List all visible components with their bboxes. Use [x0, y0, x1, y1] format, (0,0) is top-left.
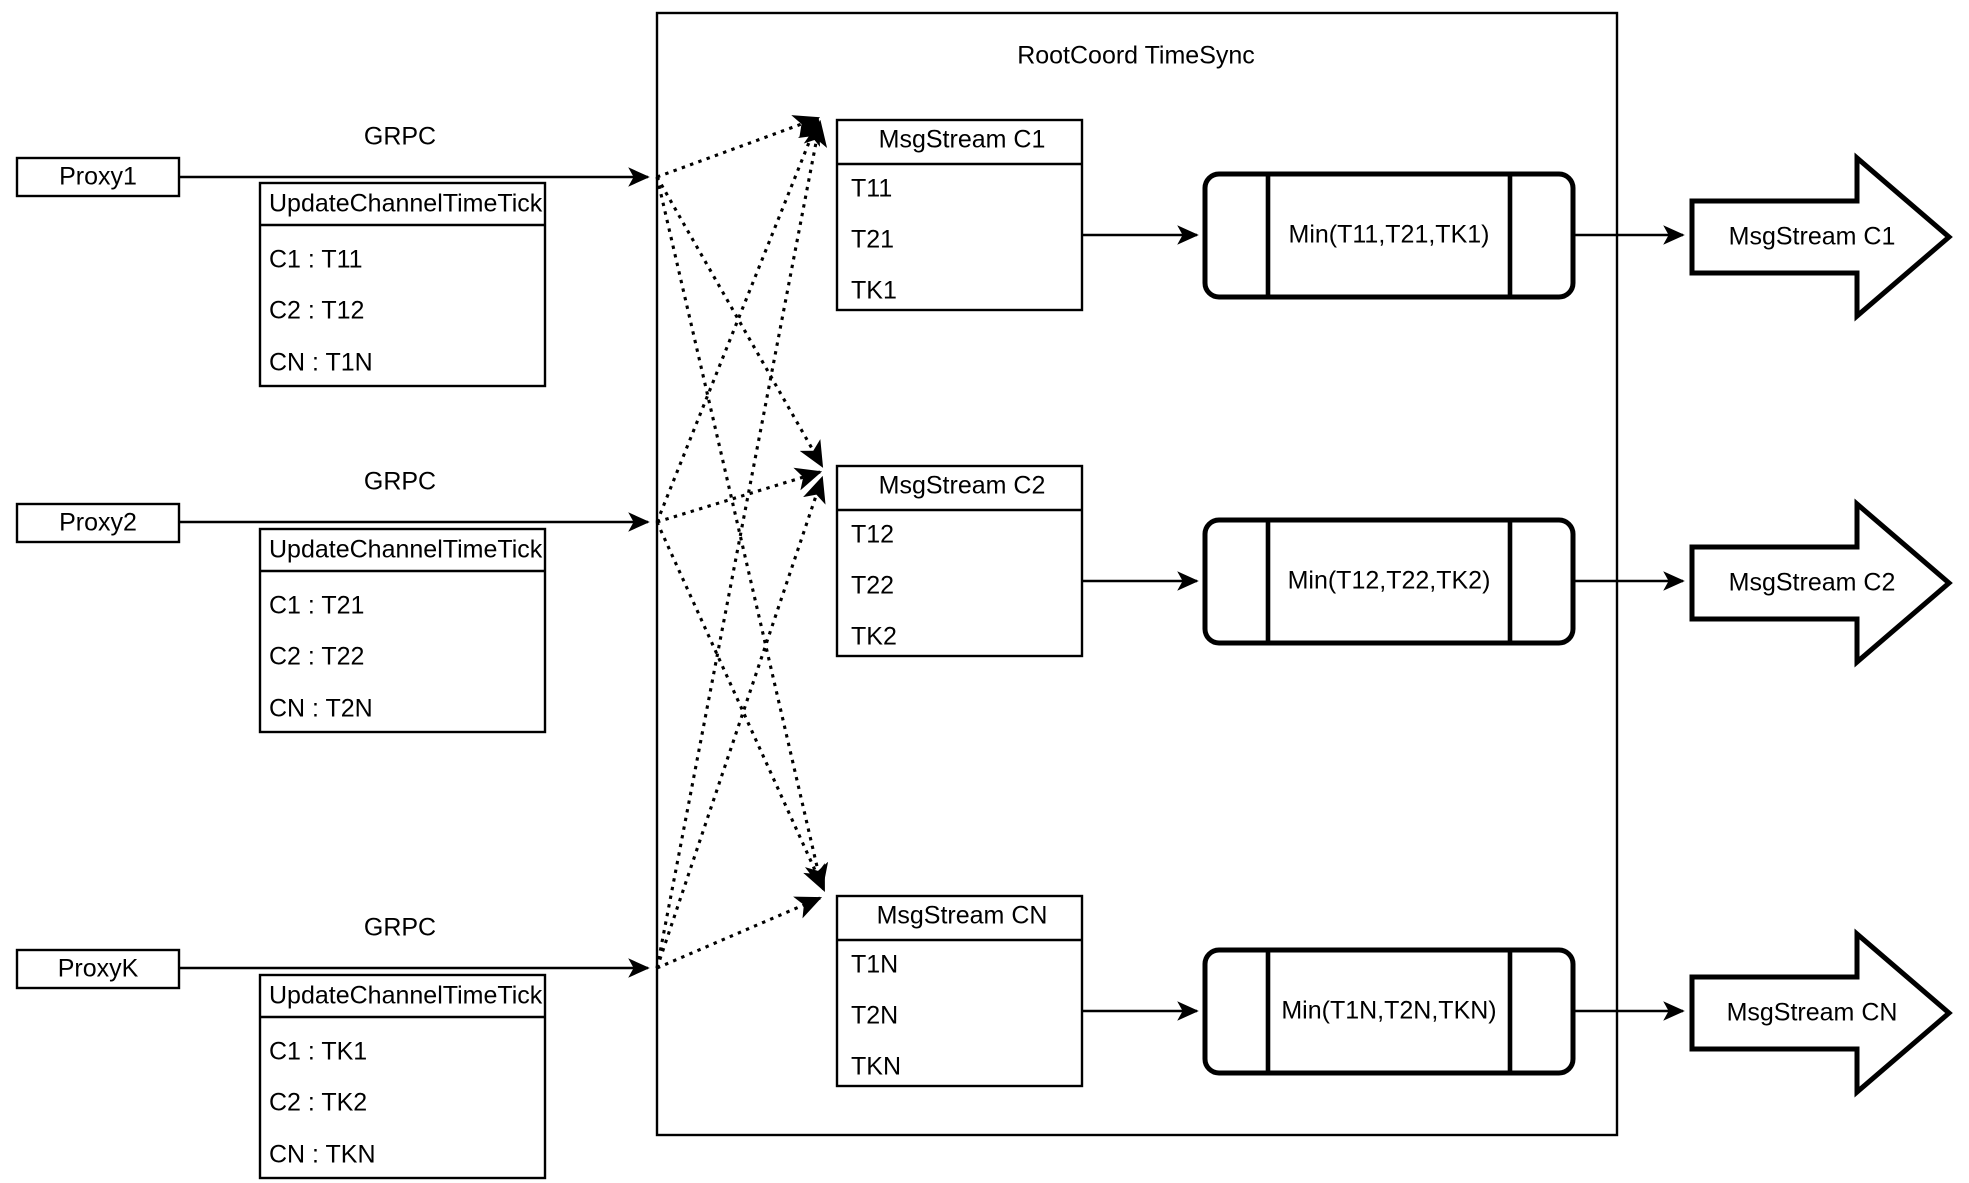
proxy-label-2: Proxy2: [59, 509, 137, 537]
msgstream-tick: T1N: [851, 951, 898, 979]
msgstream-box-1: MsgStream C1 T11 T21 TK1: [835, 118, 1084, 312]
msgstream-title-2: MsgStream C2: [879, 472, 1046, 500]
msgstream-tick: T12: [851, 521, 894, 549]
msgstream-title-3: MsgStream CN: [877, 902, 1048, 930]
msgstream-tick: T11: [851, 175, 892, 203]
fanout-link-p2-cn: [655, 521, 826, 892]
output-msgstream-arrow-3: MsgStream CN: [1689, 928, 1953, 1098]
table-row: CN : T1N: [269, 349, 373, 377]
table-header-1: UpdateChannelTimeTick: [269, 190, 543, 218]
min-process-box-3: Min(T1N,T2N,TKN): [1202, 947, 1576, 1076]
fanout-link-p1-c1: [656, 115, 821, 179]
msgstream-tick: TKN: [851, 1053, 901, 1081]
proxy-node-2[interactable]: Proxy2: [15, 502, 181, 544]
msgstream-tick: TK2: [851, 623, 897, 651]
fanout-link-p2-c2: [656, 467, 823, 524]
fanout-link-p1-c2: [655, 176, 824, 468]
output-label-3: MsgStream CN: [1727, 999, 1898, 1027]
timetick-fanout-links: [655, 115, 829, 970]
msgstream-tick: T21: [851, 226, 894, 254]
output-msgstream-arrow-2: MsgStream C2: [1689, 498, 1953, 668]
msgstream-tick: T2N: [851, 1002, 898, 1030]
msgstream-box-2: MsgStream C2 T12 T22 TK2: [835, 464, 1084, 658]
output-msgstream-arrow-1: MsgStream C1: [1689, 152, 1953, 322]
container-title: RootCoord TimeSync: [1017, 42, 1255, 70]
fanout-link-pk-c2: [655, 475, 826, 969]
table-row: C2 : TK2: [269, 1089, 367, 1117]
proxy-label-3: ProxyK: [58, 955, 139, 983]
proxy-node-1[interactable]: Proxy1: [15, 156, 181, 198]
msgstream-box-3: MsgStream CN T1N T2N TKN: [835, 894, 1084, 1088]
msgstream-title-1: MsgStream C1: [879, 126, 1046, 154]
grpc-label-3: GRPC: [364, 914, 436, 942]
table-header-3: UpdateChannelTimeTick: [269, 982, 543, 1010]
table-row: C2 : T22: [269, 643, 364, 671]
table-row: C1 : TK1: [269, 1038, 367, 1066]
update-channel-timetick-table-2: UpdateChannelTimeTick C1 : T21 C2 : T22 …: [258, 527, 547, 734]
table-row: CN : T2N: [269, 695, 373, 723]
update-channel-timetick-table-3: UpdateChannelTimeTick C1 : TK1 C2 : TK2 …: [258, 973, 547, 1180]
grpc-label-1: GRPC: [364, 123, 436, 151]
min-label-1: Min(T11,T21,TK1): [1289, 221, 1490, 249]
min-label-2: Min(T12,T22,TK2): [1288, 567, 1491, 595]
min-process-box-1: Min(T11,T21,TK1): [1202, 171, 1576, 300]
msgstream-tick: T22: [851, 572, 894, 600]
output-label-2: MsgStream C2: [1729, 569, 1896, 597]
table-row: C1 : T11: [269, 246, 363, 274]
update-channel-timetick-table-1: UpdateChannelTimeTick C1 : T11 C2 : T12 …: [258, 181, 547, 388]
fanout-link-p2-c1: [655, 117, 821, 523]
min-process-box-2: Min(T12,T22,TK2): [1202, 517, 1576, 646]
table-header-2: UpdateChannelTimeTick: [269, 536, 543, 564]
fanout-link-pk-c1: [655, 119, 828, 969]
table-row: CN : TKN: [269, 1141, 376, 1169]
output-label-1: MsgStream C1: [1729, 223, 1896, 251]
grpc-label-2: GRPC: [364, 468, 436, 496]
table-row: C2 : T12: [269, 297, 364, 325]
proxy-label-1: Proxy1: [59, 163, 137, 191]
proxy-node-3[interactable]: ProxyK: [15, 948, 181, 990]
fanout-link-pk-cn: [656, 896, 823, 970]
table-row: C1 : T21: [269, 592, 364, 620]
min-label-3: Min(T1N,T2N,TKN): [1281, 997, 1496, 1025]
msgstream-tick: TK1: [851, 277, 897, 305]
fanout-link-p1-cn: [655, 176, 829, 891]
